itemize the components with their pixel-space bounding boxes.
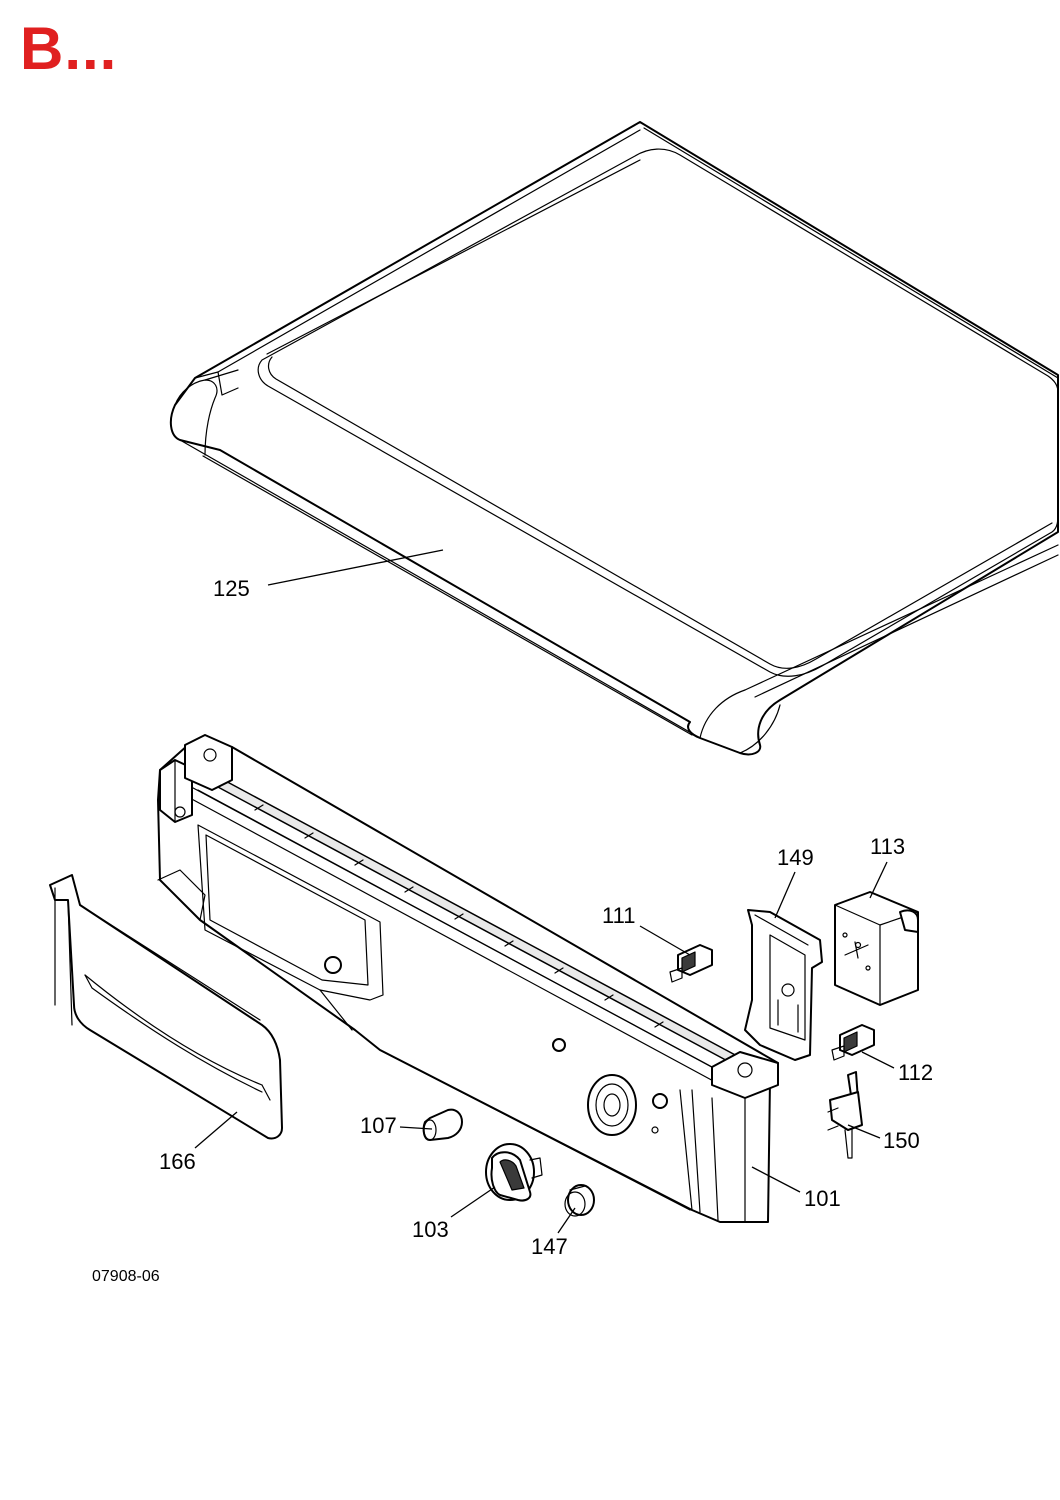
callout-112: 112	[898, 1060, 933, 1085]
part-111-switch	[669, 944, 713, 983]
callout-103: 103	[412, 1217, 449, 1242]
leader-147	[557, 1207, 576, 1234]
callout-147: 147	[531, 1234, 568, 1259]
leader-lines	[194, 549, 895, 1234]
leader-113	[869, 861, 888, 899]
section-letter: B...	[20, 15, 118, 82]
drawing-code: 07908-06	[92, 1268, 160, 1285]
part-112-switch	[831, 1024, 875, 1061]
callout-166: 166	[159, 1149, 196, 1174]
callout-labels: 125 149 113 111 112 150 107 166 103 147 …	[159, 576, 933, 1259]
callout-125: 125	[213, 576, 250, 601]
part-101-control-panel	[157, 734, 779, 1223]
callout-149: 149	[777, 845, 814, 870]
callout-111: 111	[602, 903, 635, 928]
leader-103	[450, 1186, 496, 1218]
leader-111	[639, 925, 691, 956]
part-103-knob	[485, 1143, 543, 1202]
part-149-switch-bracket	[744, 909, 823, 1061]
callout-150: 150	[883, 1128, 920, 1153]
callout-101: 101	[804, 1186, 841, 1211]
part-107-button	[422, 1108, 463, 1141]
part-113-timer-module	[834, 891, 919, 1006]
leader-101	[751, 1166, 801, 1193]
leader-166	[194, 1111, 238, 1149]
leader-150	[847, 1124, 881, 1139]
part-150-connector	[827, 1071, 863, 1159]
part-125-top-cover	[169, 121, 1059, 756]
leader-112	[861, 1051, 895, 1069]
callout-113: 113	[870, 834, 905, 859]
part-166-drawer-front	[49, 874, 283, 1140]
leader-149	[774, 871, 796, 919]
leader-125	[267, 549, 444, 586]
part-147-push-button	[564, 1184, 595, 1217]
leader-107	[399, 1126, 433, 1130]
callout-107: 107	[360, 1113, 397, 1138]
